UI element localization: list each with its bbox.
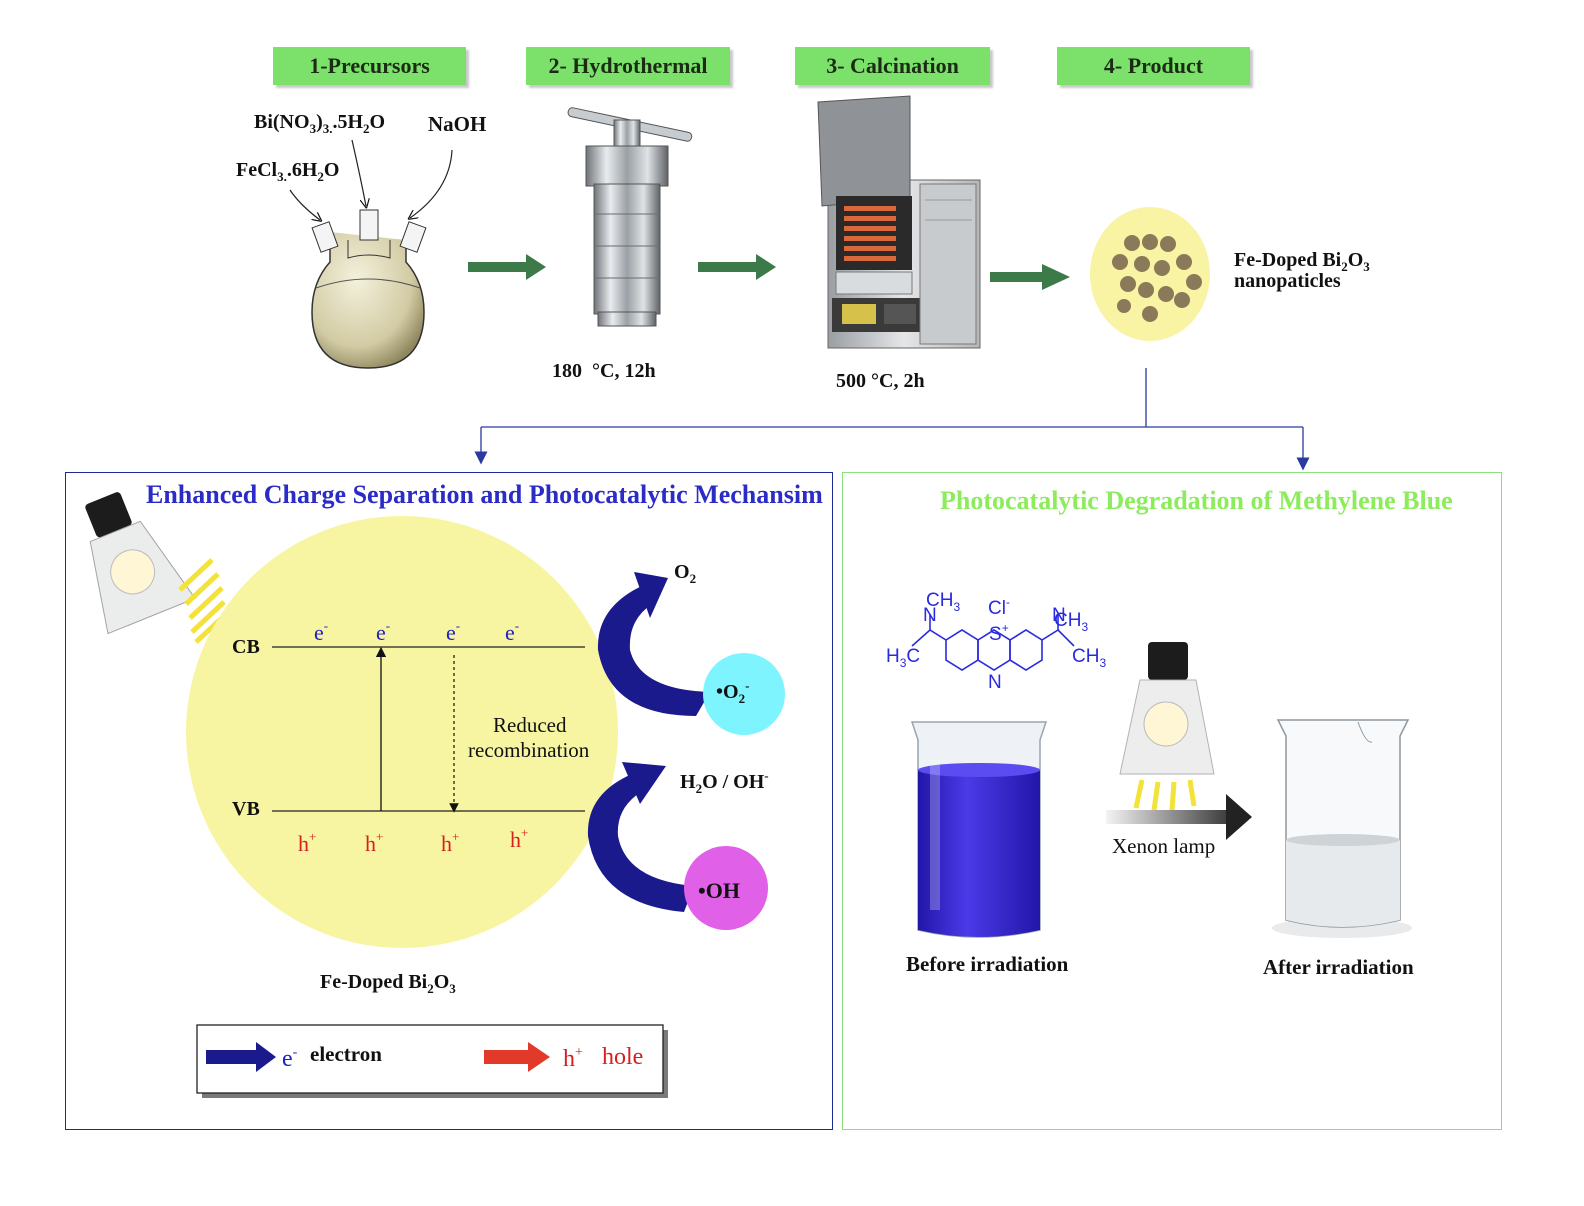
vb-label: VB: [232, 798, 260, 820]
superoxide-label: •O2-: [716, 678, 749, 706]
calcination-condition: 500 °C, 2h: [836, 370, 925, 392]
step-hydrothermal: 2- Hydrothermal: [526, 47, 730, 85]
after-irradiation-label: After irradiation: [1263, 955, 1414, 979]
hydroxyl-circle: [684, 846, 768, 930]
step-precursors: 1-Precursors: [273, 47, 466, 85]
svg-text:Cl-: Cl-: [988, 595, 1010, 619]
muffle-furnace-icon: [817, 95, 981, 349]
flow-arrow-1: [468, 254, 546, 280]
light-bulb-icon: [85, 492, 196, 635]
svg-text:N: N: [923, 605, 937, 626]
xenon-lamp-label: Xenon lamp: [1112, 834, 1216, 858]
svg-text:N: N: [1052, 605, 1066, 626]
step-calcination: 3- Calcination: [795, 47, 990, 85]
branch-connector: [474, 368, 1310, 471]
mechanism-panel: [65, 472, 833, 1130]
naoh-pointer: [410, 149, 453, 218]
beaker-clear-icon: [1272, 719, 1412, 938]
legend-electron-label: electron: [310, 1042, 382, 1066]
recombination-label-2: recombination: [468, 738, 590, 762]
bino3-pointer: [351, 139, 366, 206]
methylene-blue-structure: [911, 614, 1075, 671]
water-label: H2O / OH-: [680, 768, 769, 796]
svg-text:H3C: H3C: [886, 646, 920, 670]
xenon-lamp-icon: [1119, 642, 1215, 775]
legend-hole-label: hole: [602, 1044, 644, 1070]
nanoparticle-icon: [1090, 207, 1210, 341]
process-arrow-icon: [1106, 794, 1252, 840]
autoclave-icon: [567, 107, 693, 327]
before-irradiation-label: Before irradiation: [906, 952, 1069, 976]
legend-box: [196, 1024, 668, 1098]
fecl3-pointer: [289, 189, 320, 220]
product-label-line2: nanopaticles: [1234, 270, 1341, 292]
fecl3-label: FeCl3..6H2O: [236, 159, 339, 184]
degradation-panel: [842, 472, 1502, 1130]
material-label: Fe-Doped Bi2O3: [320, 971, 456, 996]
molecule-labels: N CH3 H3C Cl- S+ N N CH3 CH3: [886, 590, 1106, 693]
degradation-title: Photocatalytic Degradation of Methylene …: [940, 486, 1453, 515]
flow-arrow-3: [990, 264, 1070, 290]
hydrothermal-condition: 180 °C, 12h: [552, 360, 656, 382]
superoxide-circle: [703, 653, 785, 735]
curved-arrow-water: [587, 762, 694, 912]
photocatalyst-particle: [186, 516, 618, 948]
flow-arrow-2: [698, 254, 776, 280]
hole-legend-arrow: [484, 1042, 550, 1072]
step-product: 4- Product: [1057, 47, 1250, 85]
mechanism-title: Enhanced Charge Separation and Photocata…: [146, 480, 823, 509]
three-neck-flask-icon: [311, 209, 427, 369]
curved-arrow-oxygen: [597, 572, 710, 716]
xenon-light-rays: [1133, 779, 1197, 811]
product-label: Fe-Doped Bi2O3: [1234, 249, 1370, 274]
naoh-label: NaOH: [428, 112, 487, 136]
hydroxyl-label: •OH: [698, 878, 740, 903]
svg-text:N: N: [988, 672, 1002, 693]
electron-legend-arrow: [206, 1042, 276, 1072]
cb-label: CB: [232, 636, 260, 658]
recombination-label-1: Reduced: [493, 713, 567, 737]
beaker-blue-icon: [910, 721, 1048, 938]
bino3-label: Bi(NO3)3..5H2O: [254, 111, 385, 136]
